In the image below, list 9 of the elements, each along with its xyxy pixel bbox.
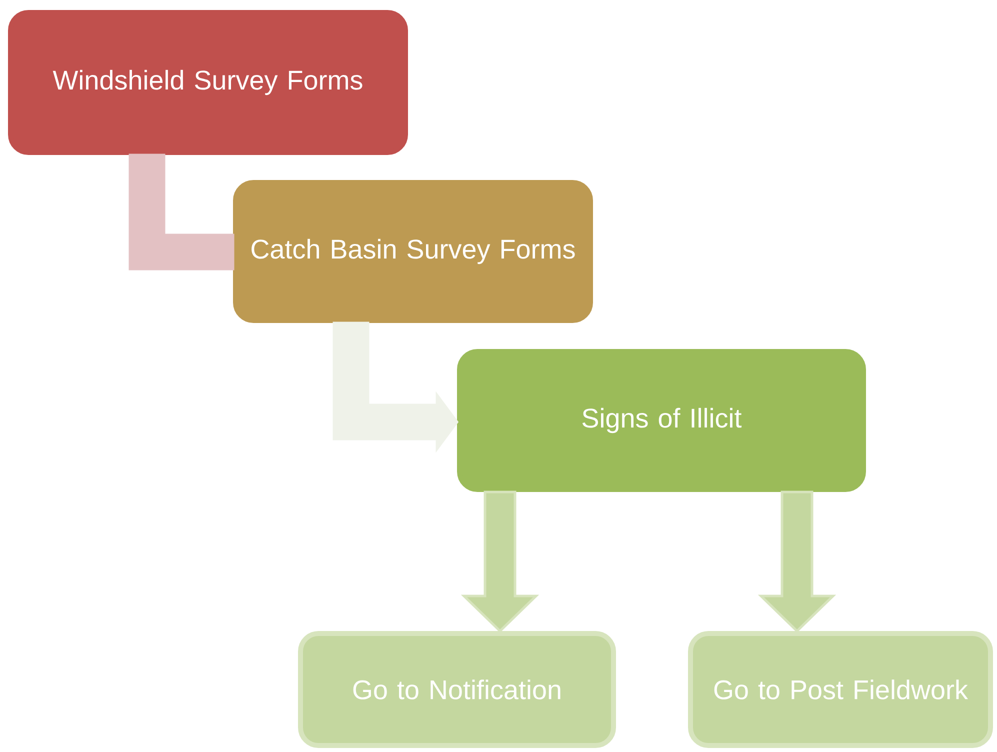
process-box: Signs of Illicit <box>457 349 866 492</box>
process-box: Catch Basin Survey Forms <box>233 180 593 323</box>
arrow <box>758 490 836 633</box>
arrow <box>332 322 459 453</box>
process-box: Windshield Survey Forms <box>8 10 408 155</box>
arrow <box>128 154 234 270</box>
process-box: Go to Notification <box>298 631 616 748</box>
process-box: Go to Post Fieldwork <box>688 631 993 748</box>
arrow <box>460 490 540 633</box>
